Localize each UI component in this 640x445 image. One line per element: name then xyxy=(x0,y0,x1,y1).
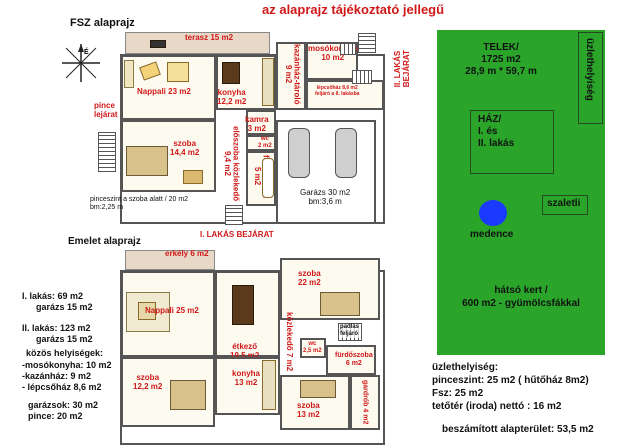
emelet-bed-b xyxy=(170,380,206,410)
fsz-kazanhaz-label: kazánház-tároló 9 m2 xyxy=(283,44,302,105)
emelet-bed-a xyxy=(320,292,360,316)
fsz-desk xyxy=(183,170,203,184)
lakas1-bejarat-label: I. LAKÁS BEJÁRAT xyxy=(200,230,274,239)
kert-label: hátsó kert / 600 m2 - gyümölcsfákkal xyxy=(462,285,580,309)
erkely xyxy=(125,250,215,270)
pince-stairs xyxy=(98,132,116,172)
fsz-kamra xyxy=(246,110,276,135)
fsz-dining-table xyxy=(222,62,240,84)
emelet-szoba-b-label: szoba 12,2 m2 xyxy=(133,373,163,391)
fsz-bathtub xyxy=(262,158,274,198)
emelet-coffee-table xyxy=(138,302,156,320)
haz-building xyxy=(470,110,554,174)
summary-garazs2: garázs 15 m2 xyxy=(36,334,93,344)
pince-lejarat-label: pince lejárat xyxy=(94,101,118,119)
emelet-gardrob xyxy=(350,375,380,430)
summary-kazan: -kazánház: 9 m2 xyxy=(22,371,92,381)
padlas-label: padlás feljáró xyxy=(340,324,360,338)
fsz-bed xyxy=(126,146,168,176)
fsz-lepcsohaz-label: lépcsőház 8,6 m2 feljáró a II. lakásba xyxy=(315,85,360,97)
page-title: az alaprajz tájékoztató jellegű xyxy=(262,2,445,17)
car-left xyxy=(288,128,310,178)
fsz-lepcsohaz xyxy=(306,80,384,110)
summary-kozos: közös helyiségek: xyxy=(26,348,104,358)
pool-icon xyxy=(479,200,507,226)
terasz xyxy=(125,32,270,54)
emelet-wc-label: wc 2,5 m2 xyxy=(303,341,322,354)
summary-garazs1: garázs 15 m2 xyxy=(36,302,93,312)
compass-icon: É xyxy=(62,44,100,82)
emelet-dining-table xyxy=(232,285,254,325)
fsz-wc-label: wc 2 m2 xyxy=(258,136,272,149)
emelet-etkezo-label: étkező 19,5 m2 xyxy=(230,342,260,360)
summary-garazsok: garázsok: 30 m2 xyxy=(28,400,99,410)
emelet-furdo-label: fürdőszoba 6 m2 xyxy=(335,352,373,367)
emelet-szoba-c-label: szoba 13 m2 xyxy=(297,401,320,419)
fsz-sofa xyxy=(124,60,134,88)
terasz-stairs xyxy=(358,33,376,53)
shop-fsz: Fsz: 25 m2 xyxy=(432,388,484,399)
emelet-gardrob-label: gardrób 4 m2 xyxy=(361,380,369,425)
emelet-konyha-label: konyha 13 m2 xyxy=(232,369,261,387)
uzlethelyiseg-building xyxy=(578,32,603,124)
terasz-label: terasz 15 m2 xyxy=(185,33,234,42)
pinceszint-label: pinceszint a szoba alatt / 20 m2 bm:2,25… xyxy=(90,196,189,212)
fsz-mosokonyha-label: mosókonyha 10 m2 xyxy=(308,44,358,62)
emelet-kitchen-counter xyxy=(262,360,276,410)
emelet-wc xyxy=(300,338,326,358)
fsz-kitchen-counter xyxy=(262,58,274,106)
svg-text:É: É xyxy=(84,47,89,56)
fsz-kamra-label: kamra 3 m2 xyxy=(245,115,269,133)
emelet-szoba-a-label: szoba 22 m2 xyxy=(298,269,321,287)
haz-label: HÁZ/ I. és II. lakás xyxy=(478,114,515,149)
summary-lakas1: I. lakás: 69 m2 xyxy=(22,291,84,301)
shop-heading: üzlethelyiség: xyxy=(432,362,499,373)
shop-total: beszámított alapterület: 53,5 m2 xyxy=(442,424,594,435)
medence-label: medence xyxy=(470,229,514,240)
fsz-szoba-label: szoba 14,4 m2 xyxy=(170,139,200,157)
fsz-eloszoba-label: előszoba közlekedő 9,4 m2 xyxy=(222,126,241,202)
fsz-wc xyxy=(246,135,276,151)
shop-pince: pinceszint: 25 m2 ( hűtőház 8m2) xyxy=(432,375,589,386)
fsz-armchair xyxy=(167,62,189,82)
telek-area xyxy=(437,30,605,355)
summary-lepcso: - lépcsőház 8,6 m2 xyxy=(22,382,102,392)
fsz-mosokonyha-stairs xyxy=(340,43,356,55)
summary-lakas2: II. lakás: 123 m2 xyxy=(22,323,91,333)
emelet-kozlekedo-label: közlekedő 7 m2 xyxy=(284,312,294,372)
fsz-lepcsohaz-stairs xyxy=(352,70,372,84)
emelet-nappali-label: Nappali 25 m2 xyxy=(145,306,199,315)
szaletli-label: szaletli xyxy=(547,198,581,209)
fsz-tv xyxy=(150,40,166,48)
uzlethelyiseg-label: üzlethelyiség xyxy=(584,38,595,101)
emelet-furdo xyxy=(326,345,376,375)
lakas1-stairs xyxy=(225,205,243,225)
summary-pince: pince: 20 m2 xyxy=(28,411,83,421)
telek-label: TELEK/ 1725 m2 28,9 m * 59,7 m xyxy=(465,42,537,77)
car-right xyxy=(335,128,357,178)
lakas2-bejarat-label: II. LAKÁS BEJÁRAT xyxy=(393,50,411,88)
erkely-label: erkély 6 m2 xyxy=(165,249,209,258)
fsz-kazanhaz xyxy=(276,42,306,110)
fsz-heading: FSZ alaprajz xyxy=(70,17,135,29)
emelet-heading: Emelet alaprajz xyxy=(68,236,141,247)
szaletli-building xyxy=(542,195,588,215)
shop-teto: tetőtér (iroda) nettó : 16 m2 xyxy=(432,401,562,412)
fsz-nappali-label: Nappali 23 m2 xyxy=(137,87,191,96)
fsz-garazs-label: Garázs 30 m2 bm:3,6 m xyxy=(300,188,351,207)
fsz-konyha-label: konyha 12,2 m2 xyxy=(217,88,247,106)
emelet-bed-c xyxy=(300,380,336,398)
summary-moso: -mosókonyha: 10 m2 xyxy=(22,360,112,370)
